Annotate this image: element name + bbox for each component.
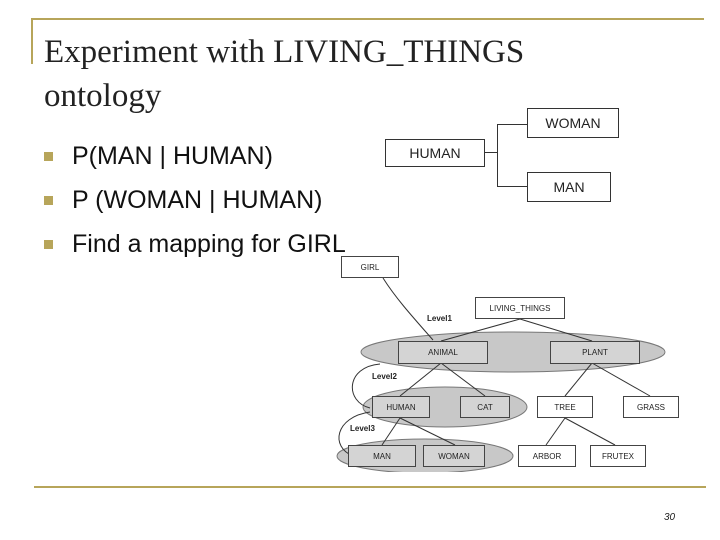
node-cat: CAT [460, 396, 510, 418]
bullet-text: P(MAN | HUMAN) [72, 142, 273, 170]
page-number: 30 [664, 512, 676, 523]
tree-child-woman: WOMAN [527, 108, 619, 138]
bullet-item: P(MAN | HUMAN) [44, 134, 346, 178]
node-woman: WOMAN [423, 445, 485, 467]
node-girl: GIRL [341, 256, 399, 278]
node-tree: TREE [537, 396, 593, 418]
label-level1: Level1 [427, 314, 452, 323]
node-living-things: LIVING_THINGS [475, 297, 565, 319]
node-human: HUMAN [372, 396, 430, 418]
square-bullet-icon [44, 151, 53, 161]
tree-root-human: HUMAN [385, 139, 485, 167]
label-level2: Level2 [372, 372, 397, 381]
square-bullet-icon [44, 239, 53, 249]
label-level3: Level3 [350, 424, 375, 433]
tree-connector-woman [497, 124, 527, 125]
tree-connector-h [485, 152, 497, 153]
slide-title: Experiment with LIVING_THINGS ontology [44, 30, 524, 118]
title-line-2: ontology [44, 78, 162, 114]
tree-child-man: MAN [527, 172, 611, 202]
node-animal: ANIMAL [398, 341, 488, 364]
node-grass: GRASS [623, 396, 679, 418]
node-plant: PLANT [550, 341, 640, 364]
title-line-1: Experiment with LIVING_THINGS [44, 34, 525, 70]
node-frutex: FRUTEX [590, 445, 646, 467]
bullet-text: Find a mapping for GIRL [72, 230, 346, 258]
node-arbor: ARBOR [518, 445, 576, 467]
node-man: MAN [348, 445, 416, 467]
slide-frame-left [31, 18, 33, 64]
slide-frame-bottom [34, 486, 706, 488]
bullet-item: Find a mapping for GIRL [44, 222, 346, 266]
bullet-list: P(MAN | HUMAN) P (WOMAN | HUMAN) Find a … [44, 134, 346, 266]
ontology-diagram: GIRL LIVING_THINGS Level1 ANIMAL PLANT L… [335, 252, 685, 472]
slide-frame-top [31, 18, 704, 20]
square-bullet-icon [44, 195, 53, 205]
tree-connector-v [497, 124, 498, 187]
tree-connector-man [497, 186, 527, 187]
bullet-text: P (WOMAN | HUMAN) [72, 186, 323, 214]
bullet-item: P (WOMAN | HUMAN) [44, 178, 346, 222]
